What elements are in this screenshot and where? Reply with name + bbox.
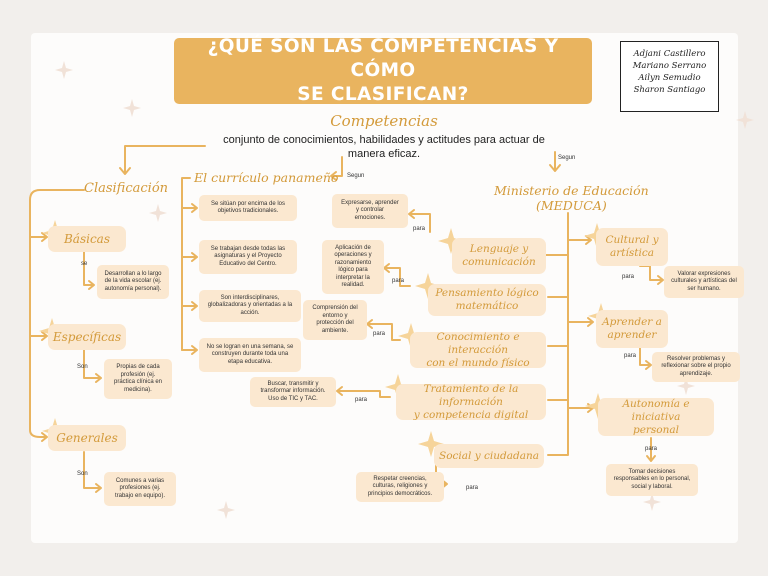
conocimiento-pill: Conocimiento e interacción con el mundo …: [410, 331, 546, 369]
connector-se: se: [81, 261, 88, 267]
basicas-description: Desarrollan a lo largo de la vida escola…: [97, 265, 169, 299]
especificas-description: Propias de cada profesión (ej. práctica …: [104, 359, 172, 399]
connector-son: Son: [77, 471, 88, 477]
autonomia-description: Tomar decisiones responsables en lo pers…: [606, 464, 698, 496]
clasificacion-heading: Clasificación: [84, 181, 169, 196]
connector-son: Son: [77, 364, 88, 370]
basicas-pill: Básicas: [48, 226, 126, 252]
aprender-pill: Aprender a aprender: [596, 310, 668, 348]
generales-pill: Generales: [48, 425, 126, 451]
clasificacion-trunk: [29, 189, 85, 438]
competencias-heading: Competencias: [330, 112, 438, 130]
lenguaje-pill: Lenguaje y comunicación: [452, 238, 546, 274]
competencias-definition: conjunto de conocimientos, habilidades y…: [223, 134, 545, 160]
curriculo-item: Se trabajan desde todas las asignaturas …: [199, 240, 297, 274]
curriculo-heading: El currículo panameño: [194, 170, 339, 185]
tratamiento-description: Buscar, transmitir y transformar informa…: [250, 377, 336, 407]
curriculo-item: Se sitúan por encima de los objetivos tr…: [199, 195, 297, 221]
lenguaje-description: Expresarse, aprender y controlar emocion…: [332, 194, 408, 228]
connector-para: para: [624, 353, 637, 359]
conocimiento-description: Comprensión del entorno y protección del…: [303, 300, 367, 340]
page-title: ¿QUÉ SON LAS COMPETENCIAS Y CÓMO SE CLAS…: [174, 36, 592, 105]
meduca-heading: Ministerio de Educación (MEDUCA): [494, 183, 649, 213]
author-name: Mariano Serrano: [632, 61, 707, 71]
connector-segun: Segun: [347, 173, 365, 179]
connector-segun: Segun: [558, 155, 576, 161]
social-description: Respetar creencias, culturas, religiones…: [356, 472, 444, 502]
connector-para: para: [373, 331, 386, 337]
curriculo-item: Son interdisciplinares, globalizadoras y…: [199, 290, 301, 322]
line-to-curriculo: [331, 156, 343, 177]
tratamiento-pill: Tratamiento de la información y competen…: [396, 383, 546, 421]
connector-para: para: [413, 226, 426, 232]
connector-para: para: [466, 485, 479, 491]
connector-para: para: [392, 278, 405, 284]
authors-box: Adjani Castillero Mariano Serrano Ailyn …: [620, 41, 719, 112]
author-name: Adjani Castillero: [633, 49, 706, 59]
line-to-clasificacion: [124, 145, 206, 174]
connector-para: para: [622, 274, 635, 280]
curriculo-trunk: [181, 177, 191, 351]
pensamiento-pill: Pensamiento lógico matemático: [428, 284, 546, 316]
generales-description: Comunes a varias profesiones (ej. trabaj…: [104, 472, 176, 506]
decorative-sparkles: [55, 61, 754, 519]
cultural-description: Valorar expresiones culturales y artísti…: [664, 266, 744, 298]
aprender-description: Resolver problemas y reflexionar sobre e…: [652, 352, 740, 382]
social-pill: Social y ciudadana: [434, 444, 544, 468]
meduca-trunk: [547, 212, 569, 456]
connector-para: para: [355, 397, 368, 403]
pensamiento-description: Aplicación de operaciones y razonamiento…: [322, 240, 384, 294]
especificas-pill: Específicas: [48, 324, 126, 350]
author-name: Ailyn Semudio: [638, 73, 701, 83]
cultural-pill: Cultural y artística: [596, 228, 668, 266]
connector-para: para: [645, 446, 658, 452]
arrowhead: [119, 167, 131, 175]
author-name: Sharon Santiago: [633, 85, 706, 95]
curriculo-item: No se logran en una semana, se construye…: [199, 338, 301, 372]
autonomia-pill: Autonomía e iniciativa personal: [598, 398, 714, 436]
